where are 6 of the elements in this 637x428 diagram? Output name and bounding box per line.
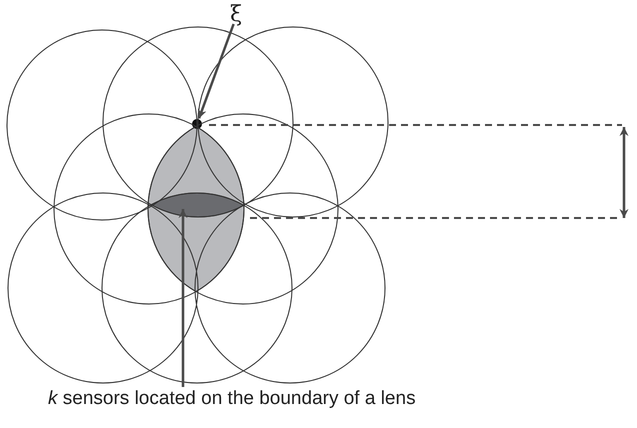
arrow [198, 24, 235, 119]
lens-intersection [150, 192, 244, 218]
point-marker [192, 119, 202, 129]
annotation-text: ξ [230, 4, 242, 26]
arrow [178, 209, 188, 387]
annotation-text: k sensors located on the boundary of a lens [48, 389, 416, 408]
